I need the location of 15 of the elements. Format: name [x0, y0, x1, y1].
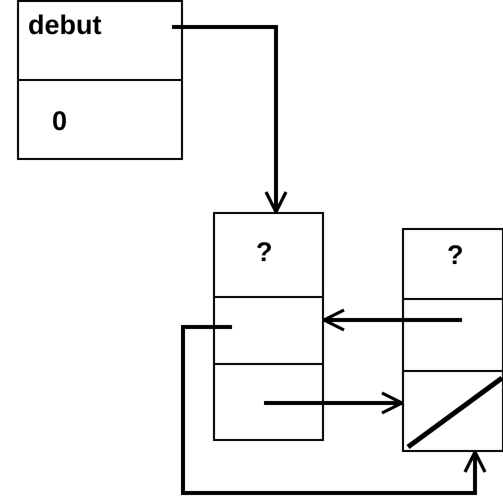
cell-text: ? [256, 237, 272, 267]
pointer-arrow [264, 391, 404, 415]
pointer-arrow [172, 25, 288, 214]
memory-cell [17, 79, 183, 160]
memory-cell [213, 363, 324, 441]
pointer-arrow [181, 325, 487, 495]
memory-cell [402, 298, 503, 372]
pointer-arrow [322, 308, 462, 332]
memory-cell [213, 212, 324, 298]
cell-text: ? [447, 240, 464, 270]
memory-cell [213, 296, 324, 365]
memory-cell [17, 0, 183, 81]
memory-cell [402, 228, 503, 300]
cell-text: 0 [52, 106, 68, 136]
cell-text: debut [28, 10, 102, 40]
